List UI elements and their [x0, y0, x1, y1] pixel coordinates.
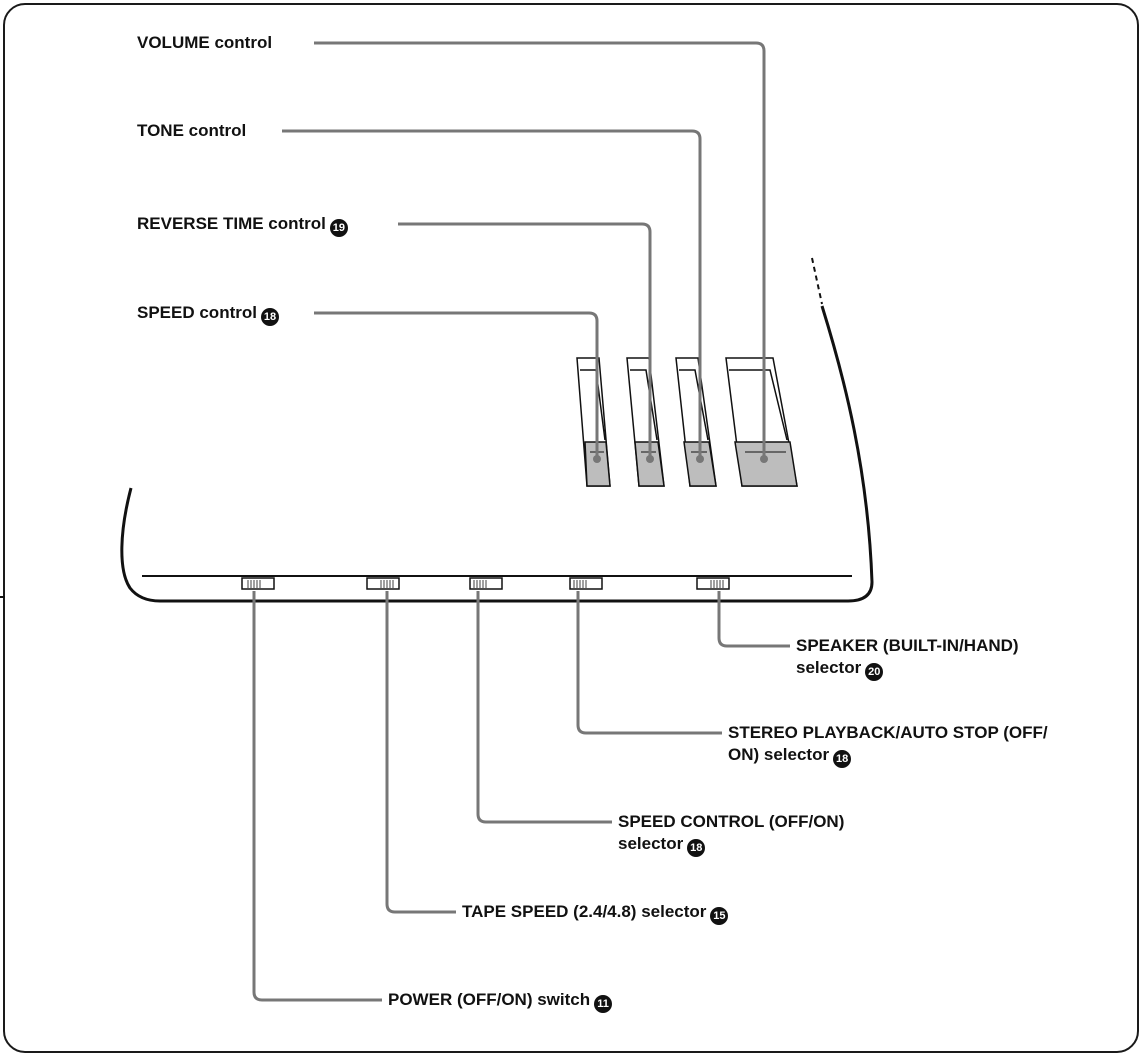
label-speaker-line2: selector: [796, 658, 862, 677]
leader-tone: [282, 129, 702, 459]
label-speed-sel-line2: selector: [618, 834, 684, 853]
number-badge-20: 20: [865, 663, 884, 681]
leader-speaker: [717, 591, 790, 648]
number-badge-11: 11: [594, 995, 613, 1013]
number-badge-18: 18: [833, 750, 852, 768]
number-badge-18: 18: [260, 308, 279, 326]
leader-power: [252, 591, 382, 1002]
switch-tape-speed: [366, 577, 400, 590]
leader-tape-speed: [385, 591, 456, 914]
leader-reverse-time: [398, 222, 652, 459]
switch-speaker: [696, 577, 730, 590]
slider-reverse-time: [626, 357, 665, 487]
label-reverse-time-text: REVERSE TIME control: [137, 214, 326, 233]
leader-speed: [314, 311, 599, 459]
switch-stereo-playback: [569, 577, 603, 590]
slider-volume: [725, 357, 798, 487]
label-tone-control: TONE control: [137, 120, 251, 142]
label-volume-text: VOLUME control: [137, 33, 273, 52]
number-badge-19: 19: [329, 219, 348, 237]
label-stereo-line2: ON) selector: [728, 745, 830, 764]
number-badge-18: 18: [687, 839, 706, 857]
label-volume-control: VOLUME control: [137, 32, 277, 54]
label-speed-sel-line1: SPEED CONTROL (OFF/ON): [618, 812, 845, 831]
slider-tone: [675, 357, 717, 487]
device-body: [120, 305, 874, 603]
switch-speed-control: [469, 577, 503, 590]
label-stereo-playback-selector: STEREO PLAYBACK/AUTO STOP (OFF/ ON) sele…: [726, 722, 1052, 768]
number-badge-15: 15: [710, 907, 729, 925]
label-speaker-line1: SPEAKER (BUILT-IN/HAND): [796, 636, 1019, 655]
slider-speed: [576, 357, 611, 487]
label-tape-speed-text: TAPE SPEED (2.4/4.8) selector: [462, 902, 707, 921]
leader-stereo: [576, 591, 722, 735]
label-power-text: POWER (OFF/ON) switch: [388, 990, 591, 1009]
leader-volume: [314, 41, 766, 459]
label-stereo-line1: STEREO PLAYBACK/AUTO STOP (OFF/: [728, 723, 1048, 742]
device-top-edge-dashed: [811, 257, 823, 305]
switch-power: [241, 577, 275, 590]
diagram-frame: [3, 3, 1139, 1053]
label-speed-text: SPEED control: [137, 303, 257, 322]
leader-speed-selector: [476, 591, 612, 824]
label-tone-text: TONE control: [137, 121, 247, 140]
